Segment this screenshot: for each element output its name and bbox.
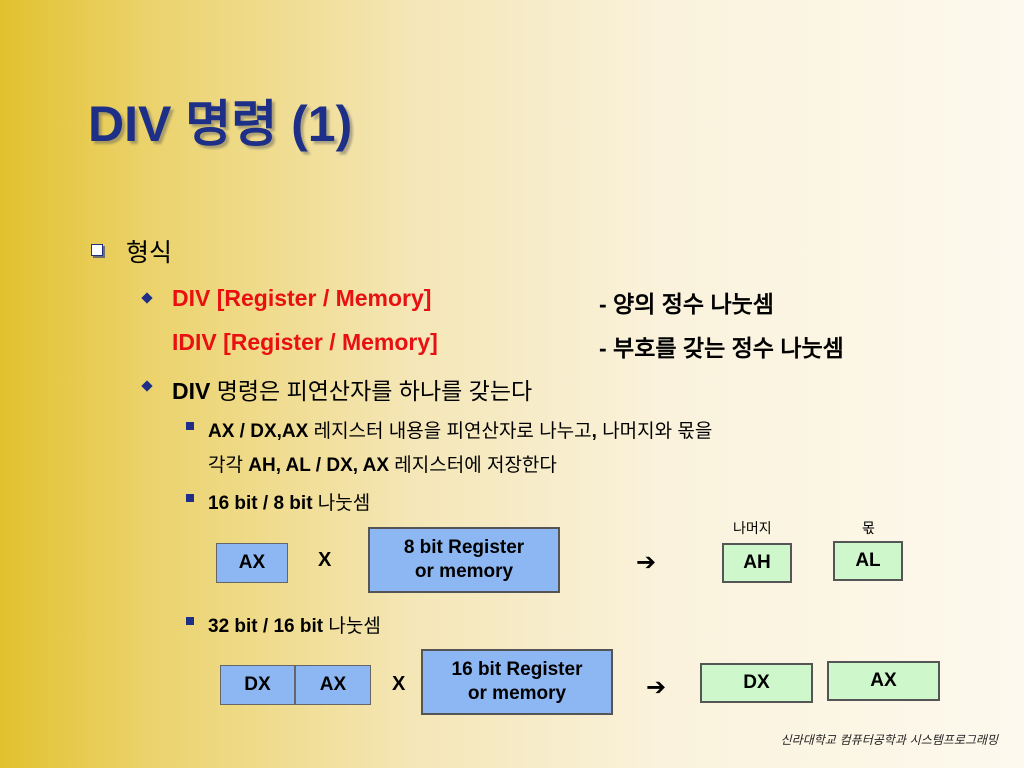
- sub2-word: 나눗셈: [312, 493, 371, 514]
- operand-note: DIV 명령은 피연산자를 하나를 갖는다: [172, 372, 532, 406]
- operator-x: X: [392, 673, 406, 695]
- sub1-line2-c: 레지스터에 저장한다: [389, 455, 557, 476]
- dx-register-box: DX: [220, 665, 295, 705]
- idiv-syntax: IDIV [Register / Memory]: [172, 329, 438, 355]
- sub-bullet-division-line1: AX / DX,AX 레지스터 내용을 피연산자로 나누고, 나머지와 몫을: [208, 416, 712, 443]
- right-arrow-icon: ➔: [646, 673, 667, 701]
- square-bullet-icon: [186, 617, 194, 625]
- sub2-bits: 16 bit / 8 bit: [208, 493, 313, 514]
- divisor-16bit-line2: or memory: [467, 683, 567, 704]
- quotient-label: 몫: [862, 521, 875, 537]
- diamond-bullet-icon: [141, 380, 153, 392]
- divisor-16bit-box: 16 bit Register or memory: [421, 649, 613, 715]
- sub-bullet-32-16: 32 bit / 16 bit 나눗셈: [208, 611, 381, 638]
- div-description: - 양의 정수 나눗셈: [599, 285, 774, 319]
- operand-note-prefix: DIV: [172, 378, 211, 404]
- ah-register-box: AH: [722, 543, 792, 583]
- sub1-registers: AX / DX,AX: [208, 421, 309, 442]
- al-register-box: AL: [833, 541, 903, 581]
- operand-note-text: 명령은 피연산자를 하나를 갖는다: [210, 378, 533, 404]
- ax-register-box: AX: [216, 543, 288, 583]
- sub-bullet-division-line2: 각각 AH, AL / DX, AX 레지스터에 저장한다: [208, 450, 557, 477]
- sub1-text-b: 나머지와 몫을: [596, 421, 713, 442]
- idiv-description-text: - 부호를 갖는 정수 나눗셈: [599, 335, 844, 361]
- idiv-description: - 부호를 갖는 정수 나눗셈: [599, 329, 844, 363]
- hollow-square-bullet-icon: [91, 244, 103, 256]
- sub1-comma: ,: [591, 421, 597, 442]
- dx-result-box: DX: [700, 663, 813, 703]
- square-bullet-icon: [186, 494, 194, 502]
- slide-title: DIV 명령 (1): [88, 96, 353, 152]
- ax-register-box: AX: [295, 665, 371, 705]
- sub1-line2-registers: AH, AL / DX, AX: [248, 455, 390, 476]
- sub-bullet-16-8: 16 bit / 8 bit 나눗셈: [208, 488, 370, 515]
- div-syntax: DIV [Register / Memory]: [172, 285, 432, 311]
- remainder-label: 나머지: [733, 521, 772, 537]
- ax-result-box: AX: [827, 661, 940, 701]
- divisor-8bit-line2: or memory: [414, 561, 514, 582]
- sub3-bits: 32 bit / 16 bit: [208, 616, 324, 637]
- square-bullet-icon: [186, 422, 194, 430]
- divisor-16bit-line1: 16 bit Register: [451, 659, 583, 681]
- divisor-8bit-line1: 8 bit Register: [403, 537, 525, 559]
- right-arrow-icon: ➔: [636, 548, 657, 576]
- diamond-bullet-icon: [141, 292, 153, 304]
- sub3-word: 나눗셈: [323, 616, 381, 637]
- sub1-line2-a: 각각: [208, 455, 249, 476]
- operator-x: X: [318, 549, 332, 571]
- div-description-text: - 양의 정수 나눗셈: [599, 291, 774, 317]
- sub1-text-a: 레지스터 내용을 피연산자로 나누고: [308, 421, 592, 442]
- divisor-8bit-box: 8 bit Register or memory: [368, 527, 560, 593]
- section-heading: 형식: [126, 239, 173, 267]
- footer-text: 신라대학교 컴퓨터공학과 시스템프로그래밍: [780, 733, 998, 747]
